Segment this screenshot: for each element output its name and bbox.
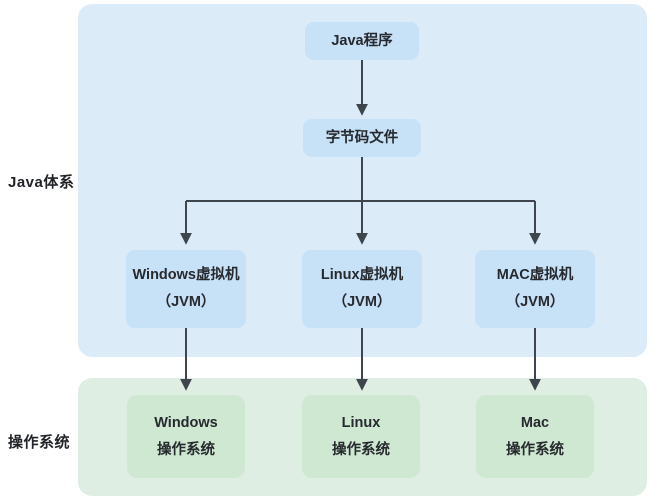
node-windows-jvm: Windows虚拟机 （JVM）	[126, 250, 246, 328]
node-windows-os-line2: 操作系统	[157, 441, 215, 458]
node-java-program: Java程序	[305, 22, 419, 60]
node-bytecode-file-label: 字节码文件	[325, 129, 399, 146]
node-linux-os: Linux 操作系统	[302, 395, 420, 478]
node-mac-os-line2: 操作系统	[506, 441, 564, 458]
node-windows-jvm-line2: （JVM）	[156, 294, 216, 310]
node-bytecode-file: 字节码文件	[303, 119, 421, 157]
node-linux-jvm-line1: Linux虚拟机	[320, 267, 404, 283]
node-mac-jvm: MAC虚拟机 （JVM）	[475, 250, 595, 328]
node-windows-os: Windows 操作系统	[127, 395, 245, 478]
node-linux-jvm-line2: （JVM）	[332, 294, 392, 310]
node-mac-jvm-line1: MAC虚拟机	[496, 267, 574, 283]
node-linux-os-line1: Linux	[341, 414, 381, 431]
node-mac-os-line1: Mac	[520, 414, 550, 431]
node-windows-jvm-line1: Windows虚拟机	[132, 267, 240, 283]
node-linux-jvm: Linux虚拟机 （JVM）	[302, 250, 422, 328]
operating-system-section-label: 操作系统	[8, 434, 71, 451]
node-windows-os-line1: Windows	[154, 414, 218, 431]
node-linux-os-line2: 操作系统	[332, 441, 390, 458]
node-java-program-label: Java程序	[331, 32, 393, 49]
node-mac-jvm-line2: （JVM）	[505, 294, 565, 310]
node-mac-os: Mac 操作系统	[476, 395, 594, 478]
java-system-section-label: Java体系	[8, 174, 75, 191]
